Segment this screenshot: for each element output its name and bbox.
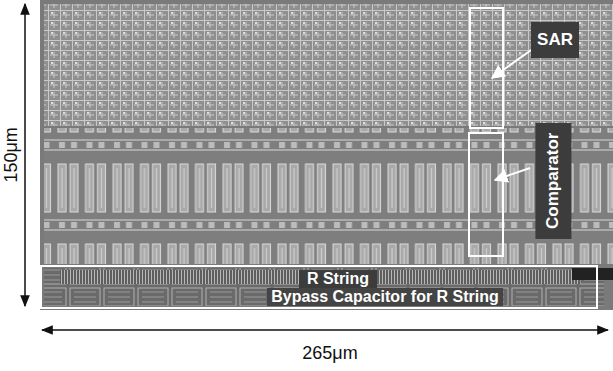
region-label-text: R String (307, 270, 369, 288)
dimension-label: 150μm (2, 125, 22, 184)
height-dimension (24, 4, 26, 306)
region-label-text: Comparator (543, 133, 563, 229)
region-label: SAR (531, 22, 579, 58)
region-label-text: Bypass Capacitor for R String (271, 288, 499, 306)
region-label: R String (299, 270, 377, 288)
leader-line (495, 168, 530, 180)
sar-outline (470, 8, 503, 128)
die-body (40, 0, 613, 310)
die-pad (572, 268, 613, 280)
leader-line (492, 48, 534, 78)
r-string-outline (41, 266, 597, 308)
region-label: Bypass Capacitor for R String (267, 288, 503, 306)
comparator-array-area (44, 128, 613, 264)
region-label-text: SAR (537, 30, 573, 50)
comparator-outline (469, 133, 503, 256)
dimension-text: 150μm (2, 127, 22, 182)
bypass-capacitor-area (44, 268, 604, 306)
dimension-text: 265μm (302, 344, 357, 364)
width-dimension (42, 329, 608, 331)
sar-logic-area (44, 4, 613, 126)
dimension-label: 265μm (300, 344, 359, 364)
region-label: Comparator (535, 123, 571, 239)
